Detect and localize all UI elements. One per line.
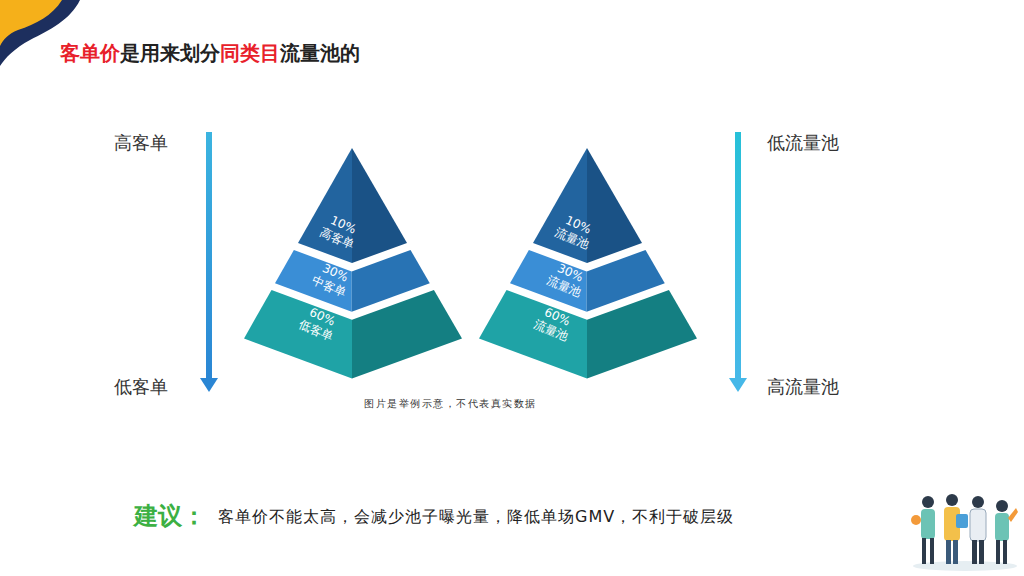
layer-face: [479, 290, 587, 378]
axis-label: 高流量池: [767, 375, 839, 399]
caption: 图片是举例示意，不代表真实数据: [364, 397, 537, 411]
pyramid-layer: 10%流量池: [533, 148, 642, 263]
layer-shape: [244, 290, 462, 378]
pyramid-layer: 60%流量池: [479, 290, 697, 378]
people-illustration: [911, 494, 1018, 571]
axis-label: 高客单: [114, 131, 168, 155]
layer-face: [587, 290, 697, 378]
scale-arrow: [729, 132, 747, 392]
layer-face: [587, 148, 642, 263]
advice-heading: 建议：: [134, 500, 206, 532]
axis-label: 低流量池: [767, 131, 839, 155]
scale-arrow: [200, 132, 218, 392]
layer-face: [352, 290, 462, 378]
layer-face: [352, 148, 407, 263]
layer-shape: [479, 290, 697, 378]
advice-text: 客单价不能太高，会减少池子曝光量，降低单场GMV，不利于破层级: [218, 507, 734, 528]
axis-label: 低客单: [114, 375, 168, 399]
pyramid-layer: 10%高客单: [298, 148, 407, 263]
layer-face: [244, 290, 352, 378]
slide-title: 客单价是用来划分同类目流量池的: [60, 40, 360, 67]
pyramid-layer: 60%低客单: [244, 290, 462, 378]
